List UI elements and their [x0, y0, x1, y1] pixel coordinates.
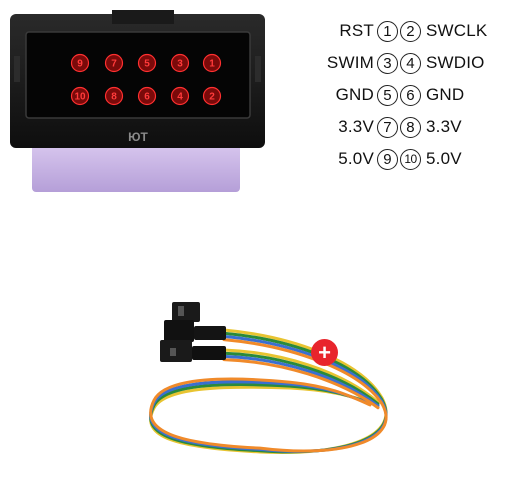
pin-label-left: 5.0V — [338, 149, 374, 168]
jumper-wire — [222, 351, 380, 406]
jumper-wire — [222, 354, 380, 408]
connector-pin-socket — [104, 86, 124, 106]
pin-label-left: GND — [335, 85, 374, 104]
pin-number-circle: 5 — [377, 84, 398, 106]
connector-pin-number: 9 — [77, 59, 83, 70]
pin-label-right: 5.0V — [426, 149, 462, 168]
connector-pins: 9 7 5 3 1 10 8 6 4 2 — [70, 53, 222, 106]
connector-pin-number: 2 — [209, 92, 215, 103]
connector-pin-number: 6 — [144, 92, 150, 103]
jumper-wires — [149, 328, 388, 454]
jumper-wire — [222, 358, 380, 410]
connector-pin-number: 5 — [144, 59, 150, 70]
connector-pin-socket — [202, 53, 222, 73]
connector-pin-socket — [137, 86, 157, 106]
connector-pin-number: 10 — [74, 92, 86, 103]
pin-number-circle: 6 — [400, 84, 421, 106]
plus-badge: + — [311, 339, 338, 366]
connector-pin-socket — [170, 53, 190, 73]
pin-label-right: SWCLK — [426, 21, 488, 40]
pin-number-circle: 1 — [377, 20, 398, 42]
pin-label-left: SWIM — [326, 53, 374, 72]
connector-pin-socket — [70, 53, 90, 73]
pin-label-left: 3.3V — [338, 117, 374, 136]
connector-key-notch — [112, 10, 174, 24]
connector-pin-number: 3 — [177, 59, 183, 70]
connector-pin-number: 7 — [111, 59, 117, 70]
connector-cavity — [25, 31, 251, 119]
pin-number-circle: 7 — [377, 116, 398, 138]
pin-label-right: SWDIO — [426, 53, 485, 72]
jumper-wire — [222, 348, 380, 404]
connector-pin-number: 4 — [177, 92, 183, 103]
pin-label-left: RST — [339, 21, 374, 40]
connector-pin-number: 8 — [111, 92, 117, 103]
pin-number-circle: 10 — [400, 148, 421, 170]
pin-number-circle: 3 — [377, 52, 398, 74]
pin-label-right: 3.3V — [426, 117, 462, 136]
dupont-connector-housings — [160, 302, 226, 362]
connector-pin-socket — [70, 86, 90, 106]
connector-pin-socket — [202, 86, 222, 106]
connector-pin-socket — [104, 53, 124, 73]
pin-number-circle: 2 — [400, 20, 421, 42]
connector-pin-number: 1 — [209, 59, 215, 70]
connector-side-slot-right — [255, 56, 261, 82]
pin-number-circle: 9 — [377, 148, 398, 170]
connector-side-slot-left — [14, 56, 20, 82]
pin-number-circle: 4 — [400, 52, 421, 74]
pin-label-right: GND — [426, 85, 465, 104]
connector-pin-socket — [137, 53, 157, 73]
pin-number-circle: 8 — [400, 116, 421, 138]
jumper-wire — [149, 338, 388, 453]
idc-connector-photo: ЮT 9 7 5 3 1 10 8 6 4 2 — [10, 10, 265, 192]
jumper-cable-photo — [149, 302, 388, 454]
connector-body-marking: ЮT — [128, 130, 148, 144]
connector-pin-socket — [170, 86, 190, 106]
ribbon-cable-body — [32, 142, 240, 192]
